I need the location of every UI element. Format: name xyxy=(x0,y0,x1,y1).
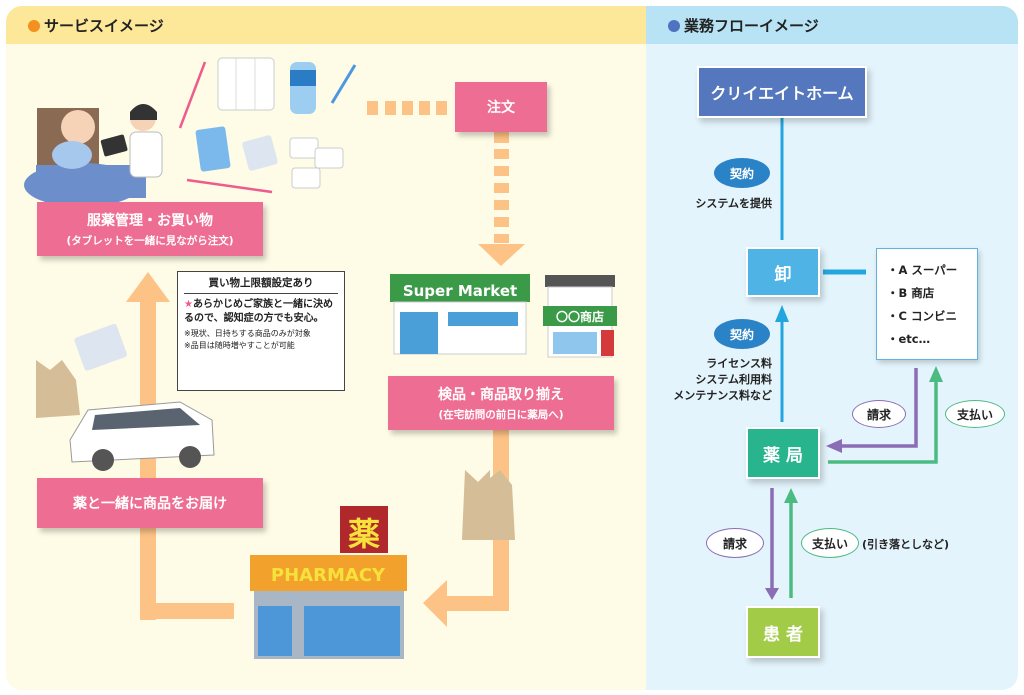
pharmacy-node: 薬 局 xyxy=(746,427,820,479)
pharmacy-kanji-sign: 薬 xyxy=(348,515,380,553)
service-panel-title: サービスイメージ xyxy=(28,15,164,36)
medication-step-title: 服薬管理・お買い物 xyxy=(87,213,213,229)
limit-note-body-text: あらかじめご家族と一緒に決めるので、認知症の方でも安心。 xyxy=(184,299,333,324)
service-panel-header xyxy=(6,6,646,44)
contract-2-fee-item: システム利用料 xyxy=(695,372,772,386)
contract-badge-2: 契約 xyxy=(714,319,770,349)
contract-2-description: ライセンス料 システム利用料 メンテナンス料など xyxy=(650,356,772,404)
limit-note-footnote: ※現状、日持ちする商品のみが対象 xyxy=(184,329,311,339)
inspection-step-subtitle: (在宅訪問の前日に薬局へ) xyxy=(438,409,564,421)
supermarket-sign-text: Super Market xyxy=(403,282,517,300)
create-home-node: クリイエイトホーム xyxy=(697,66,867,118)
medication-step-subtitle: (タブレットを一緒に見ながら注文) xyxy=(66,235,234,247)
pharmacy-to-wholesale-arrow xyxy=(775,305,789,422)
contract-badge-1-text: 契約 xyxy=(729,166,754,181)
patient-billing-badge: 請求 xyxy=(706,528,764,558)
contract-2-fee-item: ライセンス料 xyxy=(706,357,772,370)
limit-note-body: ★あらかじめご家族と一緒に決めるので、認知症の方でも安心。 xyxy=(184,298,338,325)
store-item: ・C コンビニ xyxy=(887,309,957,323)
flow-panel-title: 業務フローイメージ xyxy=(668,15,819,36)
patient-payment-note: (引き落としなど) xyxy=(862,536,949,552)
inspection-step: 検品・商品取り揃え (在宅訪問の前日に薬局へ) xyxy=(388,376,614,430)
contract-1-description: システムを提供 xyxy=(660,196,772,212)
patient-billing-text: 請求 xyxy=(722,536,747,551)
shopping-items-illustration xyxy=(195,57,357,189)
delivery-up-arrow xyxy=(126,272,234,620)
flow-panel-header xyxy=(646,6,1018,44)
orange-bullet-icon xyxy=(28,19,40,32)
patient-payment-note-text: (引き落としなど) xyxy=(862,538,950,551)
store-item: ・A スーパー xyxy=(887,263,958,277)
order-step: 注文 xyxy=(455,82,547,132)
store-billing-text: 請求 xyxy=(866,407,891,422)
pharmacy-illustration: 薬 PHARMACY xyxy=(250,506,407,659)
dotted-order-line xyxy=(367,101,447,115)
store-item: ・B 商店 xyxy=(887,286,935,300)
limit-note-title: 買い物上限額設定あり xyxy=(184,276,338,295)
contract-2-fee-item: メンテナンス料など xyxy=(673,388,772,402)
star-icon: ★ xyxy=(184,299,193,311)
wholesale-label: 卸 xyxy=(774,264,792,285)
delivery-illustration xyxy=(36,324,515,540)
store-payment-arrow xyxy=(828,366,943,464)
contract-badge-2-text: 契約 xyxy=(729,327,754,342)
patient-label: 患 者 xyxy=(763,624,803,645)
dotted-down-arrow xyxy=(478,132,525,266)
blue-bullet-icon xyxy=(668,19,680,32)
order-step-label: 注文 xyxy=(487,100,515,116)
supermarket-illustration: Super Market 〇〇商店 xyxy=(390,274,617,358)
patient-caregiver-illustration xyxy=(24,104,163,207)
inspection-step-title: 検品・商品取り揃え xyxy=(438,387,564,403)
patient-payment-text: 支払い xyxy=(811,536,848,551)
limit-note-footnote: ※品目は随時増やすことが可能 xyxy=(184,340,295,350)
delivery-step: 薬と一緒に商品をお届け xyxy=(37,478,263,528)
medication-shopping-step: 服薬管理・お買い物 (タブレットを一緒に見ながら注文) xyxy=(37,202,263,256)
flow-panel-title-text: 業務フローイメージ xyxy=(684,17,819,35)
patient-billing-arrow xyxy=(765,488,779,600)
limit-note-footnotes: ※現状、日持ちする商品のみが対象 ※品目は随時増やすことが可能 xyxy=(184,328,338,351)
create-home-label: クリイエイトホーム xyxy=(710,84,854,103)
patient-payment-arrow xyxy=(784,488,798,598)
stores-list: ・A スーパー ・B 商店 ・C コンビニ ・etc… xyxy=(876,248,978,360)
shopping-limit-note: 買い物上限額設定あり ★あらかじめご家族と一緒に決めるので、認知症の方でも安心。… xyxy=(177,271,345,391)
store-billing-arrow xyxy=(826,368,918,453)
store-item: ・etc… xyxy=(887,332,931,346)
patient-node: 患 者 xyxy=(746,606,820,658)
contract-1-description-text: システムを提供 xyxy=(695,197,772,210)
store-billing-badge: 請求 xyxy=(852,400,906,428)
store-payment-badge: 支払い xyxy=(945,400,1005,428)
wholesale-node: 卸 xyxy=(746,247,820,297)
delivery-step-label: 薬と一緒に商品をお届け xyxy=(73,496,227,512)
shop-sign-text: 〇〇商店 xyxy=(556,309,604,324)
pink-bracket-line-top xyxy=(178,61,207,129)
pharmacy-label: 薬 局 xyxy=(763,445,803,466)
contract-badge-1: 契約 xyxy=(714,158,770,188)
service-panel-title-text: サービスイメージ xyxy=(44,17,164,35)
patient-payment-badge: 支払い xyxy=(801,528,859,558)
pink-bracket-line-bottom xyxy=(186,178,273,194)
store-payment-text: 支払い xyxy=(956,407,993,422)
pharmacy-sign-text: PHARMACY xyxy=(271,565,386,586)
